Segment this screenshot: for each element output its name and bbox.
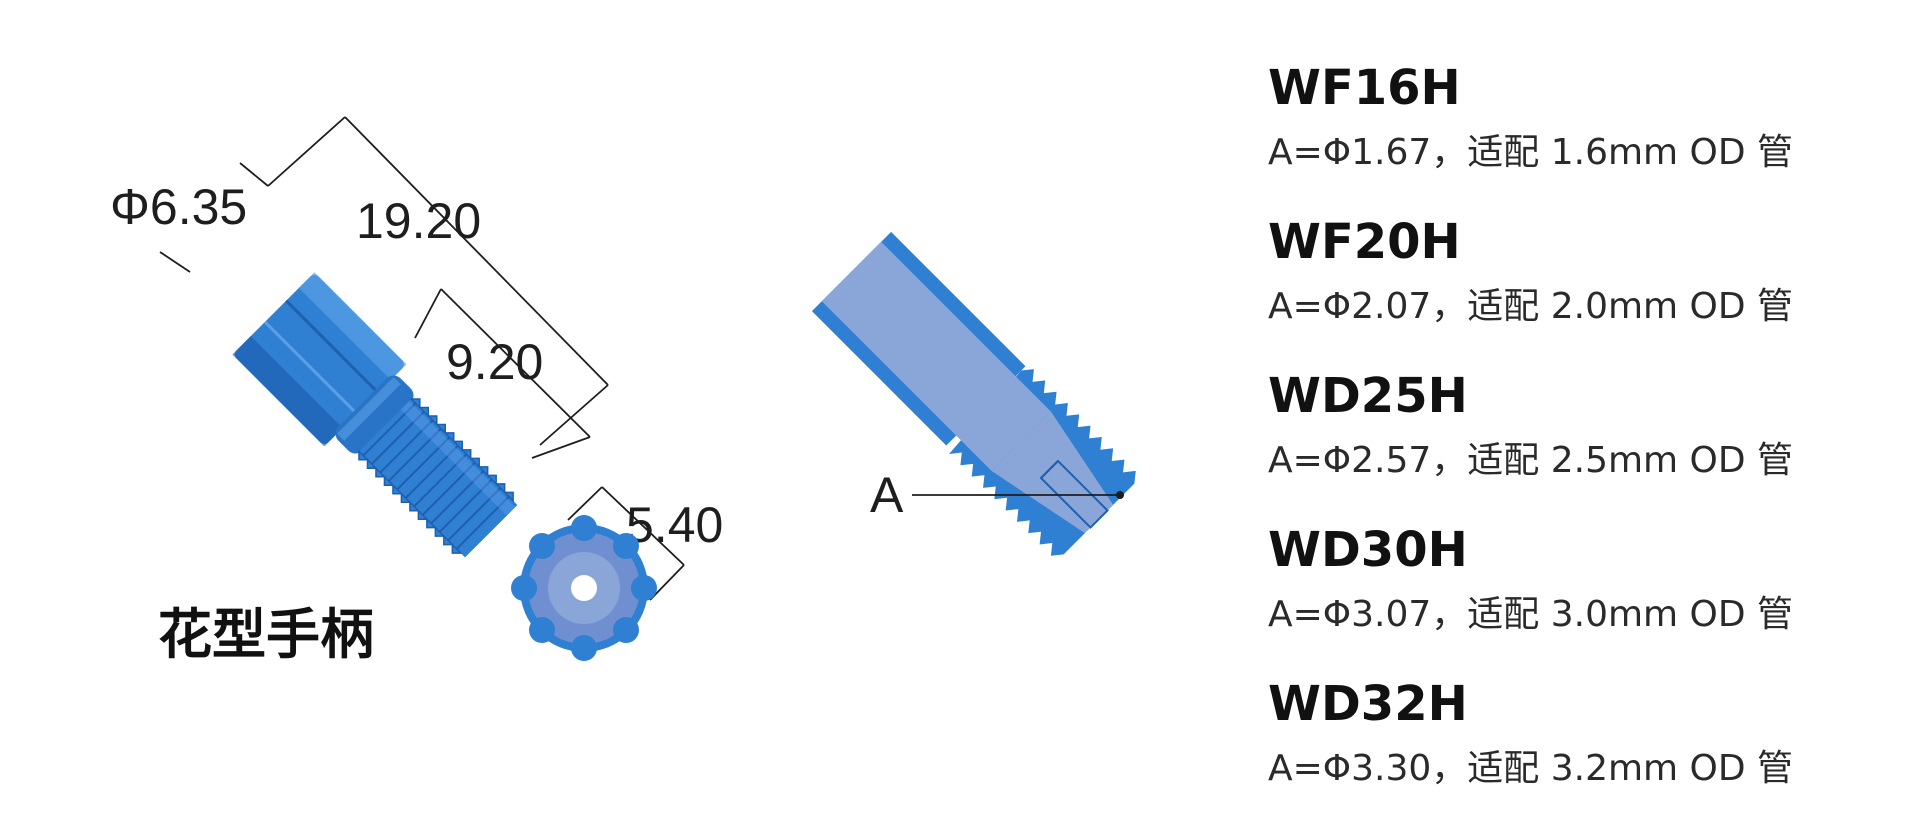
spec-model: WF16H xyxy=(1268,60,1461,116)
spec-desc: A=Φ3.30，适配 3.2mm OD 管 xyxy=(1268,748,1794,789)
thread-shank xyxy=(358,398,518,558)
spec-list: WF16H A=Φ1.67，适配 1.6mm OD 管 WF20H A=Φ2.0… xyxy=(1268,52,1908,822)
diameter-dimension: Φ6.35 xyxy=(110,179,247,235)
grip-body xyxy=(234,274,404,444)
product-name: 花型手柄 xyxy=(158,603,374,666)
dimension-lines xyxy=(159,116,685,601)
spec-item: WF16H A=Φ1.67，适配 1.6mm OD 管 xyxy=(1268,52,1908,206)
spec-desc: A=Φ2.07，适配 2.0mm OD 管 xyxy=(1268,286,1794,327)
fitting-cross-section xyxy=(811,231,1136,556)
spec-model: WF20H xyxy=(1268,214,1461,270)
spec-model: WD32H xyxy=(1268,676,1468,732)
spec-item: WD25H A=Φ2.57，适配 2.5mm OD 管 xyxy=(1268,360,1908,514)
fitting-side-view xyxy=(232,272,518,558)
bore-leader-dot xyxy=(1116,491,1124,499)
flat-width-dimension: 5.40 xyxy=(626,497,723,553)
spec-model: WD25H xyxy=(1268,368,1468,424)
bore-marker: A xyxy=(870,467,904,523)
collar xyxy=(335,375,414,454)
fitting-end-view xyxy=(511,515,657,661)
thread-length-dimension: 9.20 xyxy=(446,334,543,390)
spec-item: WD32H A=Φ3.30，适配 3.2mm OD 管 xyxy=(1268,668,1908,822)
spec-desc: A=Φ2.57，适配 2.5mm OD 管 xyxy=(1268,440,1794,481)
spec-desc: A=Φ1.67，适配 1.6mm OD 管 xyxy=(1268,132,1794,173)
spec-model: WD30H xyxy=(1268,522,1468,578)
spec-item: WD30H A=Φ3.07，适配 3.0mm OD 管 xyxy=(1268,514,1908,668)
total-length-dimension: 19.20 xyxy=(356,193,481,249)
spec-item: WF20H A=Φ2.07，适配 2.0mm OD 管 xyxy=(1268,206,1908,360)
spec-desc: A=Φ3.07，适配 3.0mm OD 管 xyxy=(1268,594,1794,635)
